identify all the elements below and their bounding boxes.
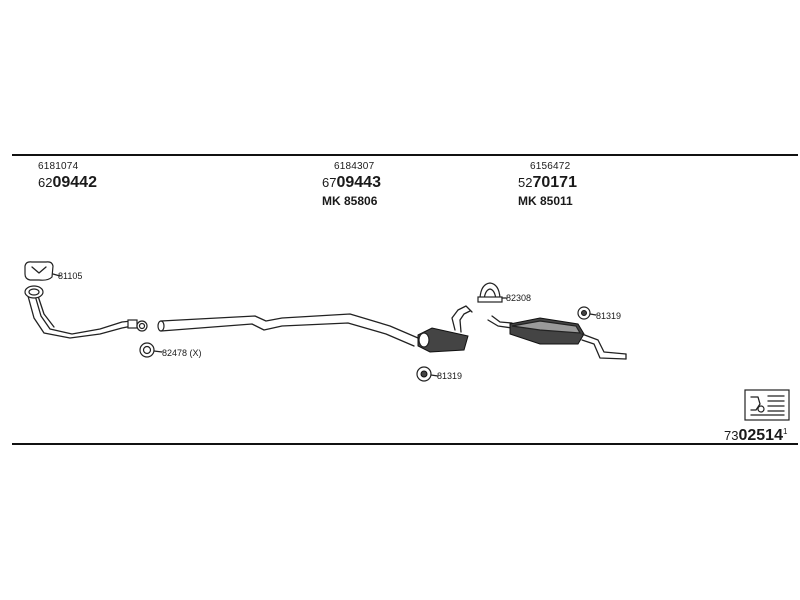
part-mk-number: MK 85011	[518, 194, 573, 208]
callout-gasket: 82478 (X)	[162, 348, 202, 358]
center-rubber-mount-icon	[416, 366, 432, 382]
part-main-number: 6709443	[322, 174, 381, 191]
callout-front-clamp: 81105	[58, 271, 83, 281]
part-rear-silencer: 6156472 5270171 MK 85011	[518, 161, 577, 208]
leader-line	[430, 374, 439, 377]
callout-rear-clamp: 82308	[506, 293, 532, 303]
part-front-pipe: 6181074 6209442	[38, 162, 97, 191]
gasket-ring-icon	[139, 342, 155, 358]
parts-list-sheet-icon	[744, 389, 790, 421]
part-oem-number: 6181074	[38, 161, 79, 172]
diagram-reference-number: 73025141	[724, 427, 788, 444]
part-oem-number: 6184307	[334, 161, 375, 172]
front-clamp-icon	[24, 261, 54, 281]
leader-line	[153, 350, 163, 353]
bottom-divider-line	[12, 443, 798, 445]
intermediate-pipe-icon	[157, 313, 419, 347]
rear-clamp-icon	[477, 282, 503, 303]
part-main-number: 5270171	[518, 174, 577, 191]
part-oem-number: 6156472	[530, 161, 571, 172]
part-middle-silencer: 6184307 6709443 MK 85806	[322, 161, 381, 208]
leader-line	[589, 313, 597, 316]
leader-line	[52, 273, 61, 277]
callout-center-mount: 81319	[437, 371, 463, 381]
rear-rubber-mount-icon	[577, 306, 591, 320]
part-mk-number: MK 85806	[322, 194, 378, 208]
middle-silencer-icon	[417, 305, 473, 353]
callout-rear-mount: 81319	[596, 311, 622, 321]
rear-silencer-icon	[487, 315, 627, 360]
part-main-number: 6209442	[38, 174, 97, 191]
top-divider-line	[12, 154, 798, 156]
front-pipe-icon	[24, 285, 148, 339]
